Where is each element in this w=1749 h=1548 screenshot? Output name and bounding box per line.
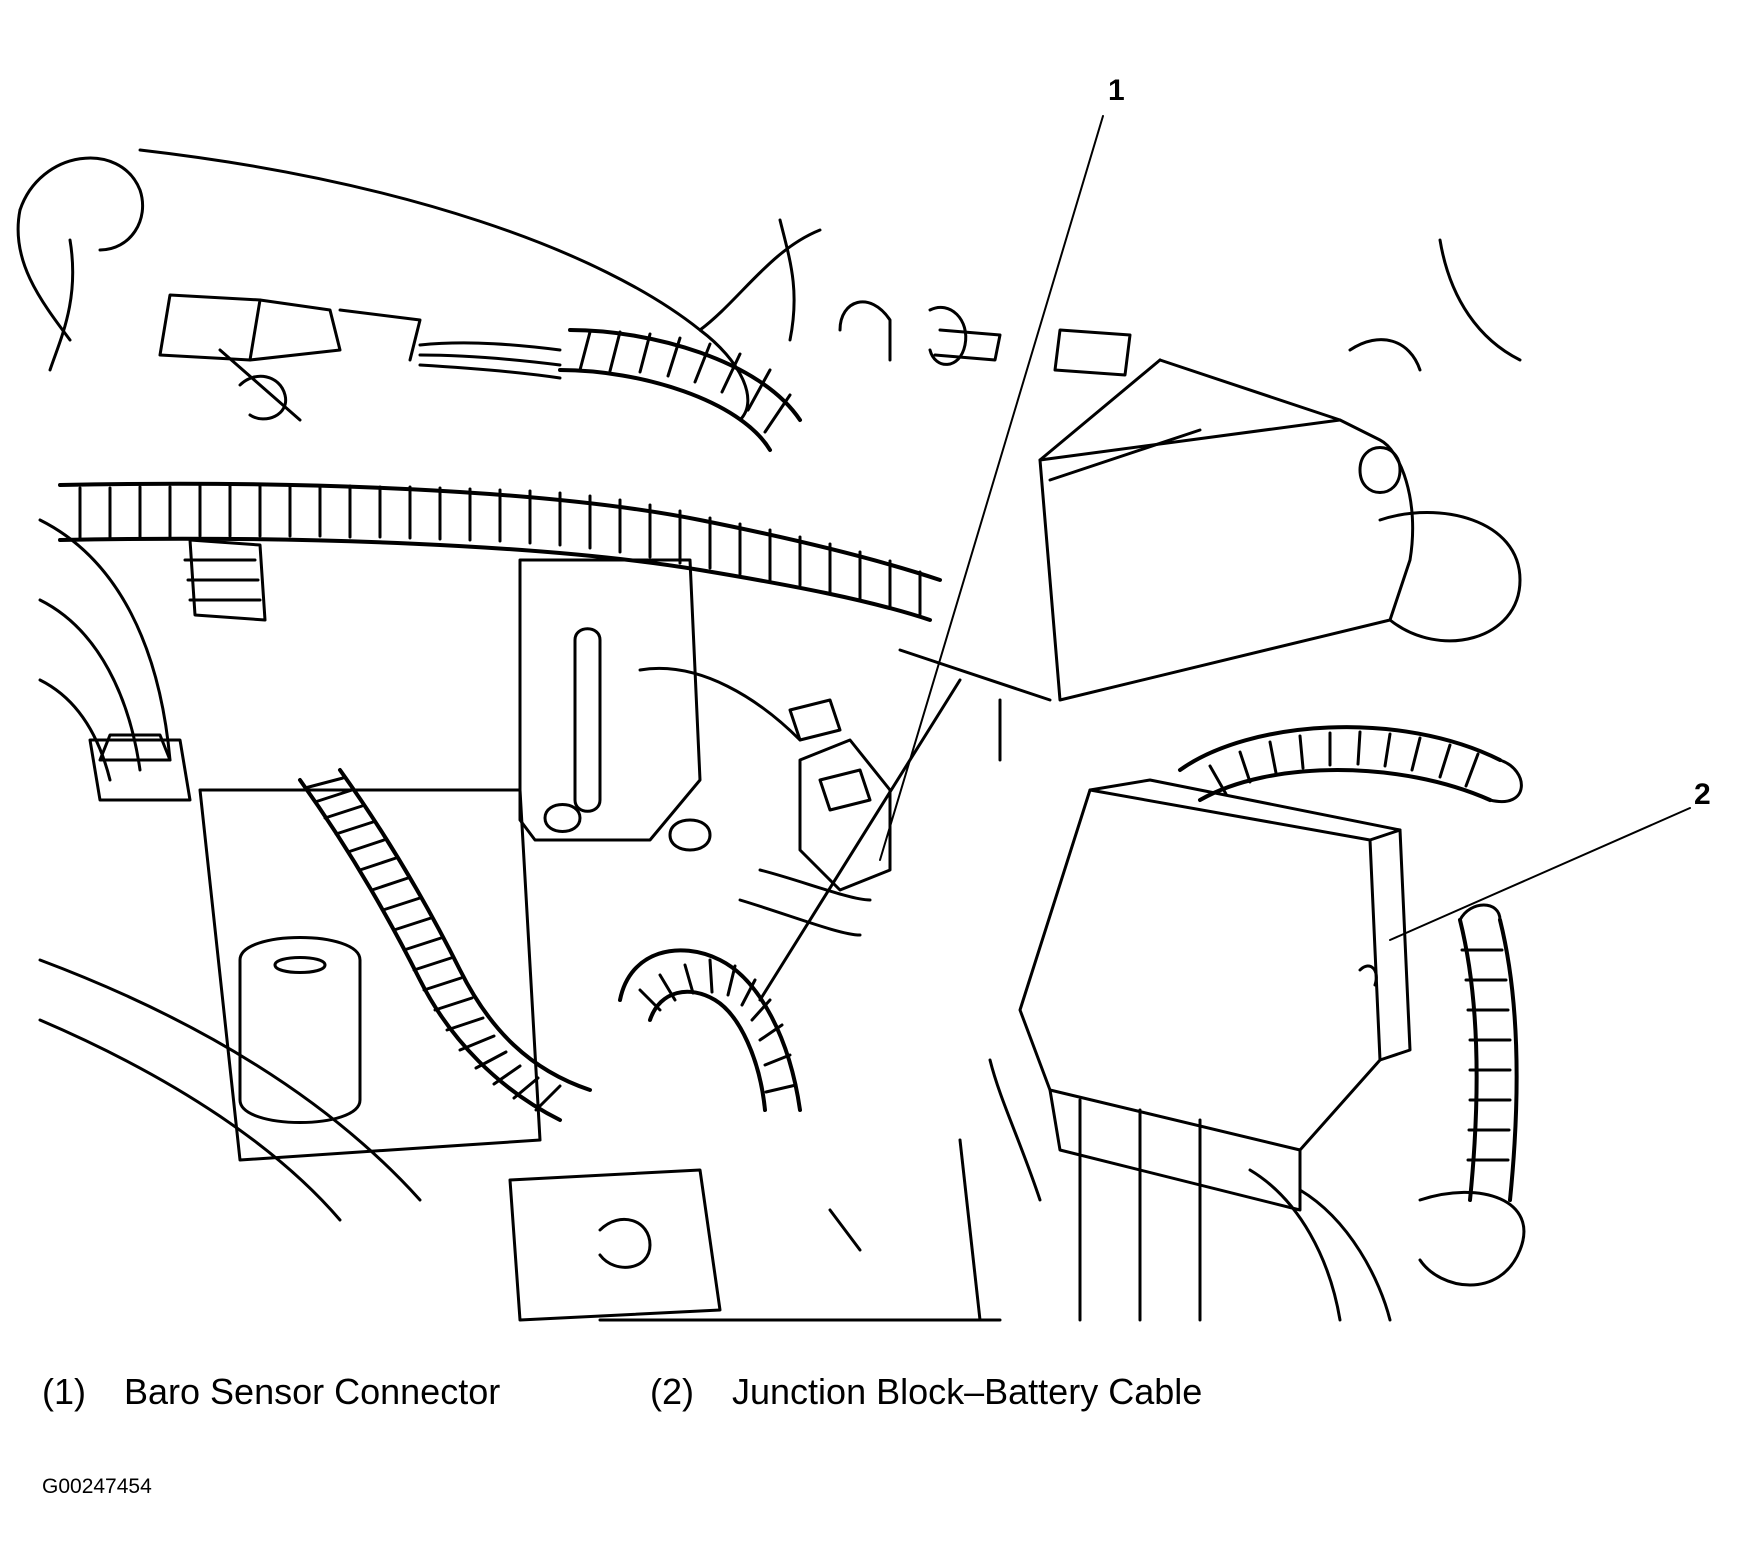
callout-2-leader	[1389, 807, 1691, 941]
upper-intake-outline	[16, 148, 822, 422]
figure-id: G00247454	[42, 1475, 152, 1498]
upper-connectors	[158, 293, 1132, 422]
misc-structure-lines	[598, 648, 1052, 1322]
lower-manifold	[198, 788, 722, 1322]
main-wire-harness	[58, 481, 942, 622]
pulley-assembly	[38, 518, 422, 1222]
legend-number: (1)	[42, 1371, 86, 1412]
legend-item-junction-block: (2) Junction Block–Battery Cable	[650, 1374, 1202, 1410]
legend-label: Junction Block–Battery Cable	[732, 1371, 1203, 1412]
callout-number-1: 1	[1108, 74, 1125, 107]
baro-sensor-connector-drawing	[738, 698, 892, 937]
callout-1-leader	[879, 115, 1104, 861]
legend-item-baro-sensor: (1) Baro Sensor Connector	[42, 1374, 500, 1410]
mounting-bracket	[518, 558, 712, 852]
throttle-body-housing	[1038, 238, 1522, 702]
center-harness-loop	[618, 948, 802, 1112]
engine-compartment-line-drawing	[16, 115, 1691, 1322]
callout-number-2: 2	[1694, 778, 1711, 811]
legend-label: Baro Sensor Connector	[124, 1371, 501, 1412]
right-harness-bundle	[1078, 725, 1526, 1322]
upper-curved-harness	[418, 328, 802, 452]
legend-number: (2)	[650, 1371, 694, 1412]
lower-left-hose	[298, 768, 592, 1122]
junction-block-drawing	[1018, 778, 1412, 1212]
